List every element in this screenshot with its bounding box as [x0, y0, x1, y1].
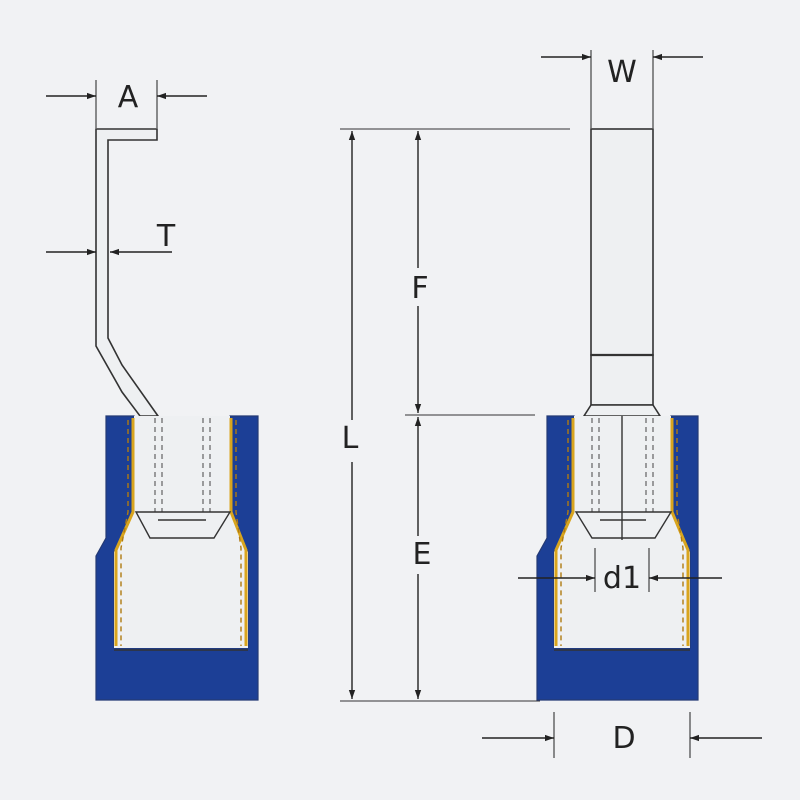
label-d: D	[612, 721, 635, 756]
front-view: W d1 D	[482, 50, 762, 758]
side-view: A T	[46, 80, 259, 701]
brass-liner-dash-side	[120, 420, 129, 646]
blade-transition	[582, 404, 662, 417]
brass-liner-dash-front	[676, 420, 684, 646]
dimension-d1: d1	[518, 548, 722, 596]
dimension-w: W	[541, 50, 703, 128]
dimension-d: D	[482, 712, 762, 758]
dimension-a: A	[46, 80, 207, 128]
blade-front-lower	[590, 354, 654, 406]
hidden-barrel-front	[574, 416, 673, 540]
blade-front	[590, 128, 654, 356]
label-t: T	[156, 219, 176, 254]
brass-liner-dash-front	[560, 420, 569, 646]
label-e: E	[413, 537, 432, 572]
label-w: W	[607, 55, 637, 90]
label-l: L	[342, 421, 359, 456]
sleeve-interior-side	[114, 416, 248, 648]
label-f: F	[411, 271, 428, 306]
dimension-t: T	[46, 219, 176, 256]
blade-side-profile	[95, 128, 160, 417]
length-dimensions: L F E	[340, 128, 570, 702]
hidden-barrel-side	[134, 418, 232, 539]
brass-liner-dash-side	[235, 420, 242, 646]
label-a: A	[118, 80, 139, 115]
label-d1: d1	[603, 561, 641, 596]
